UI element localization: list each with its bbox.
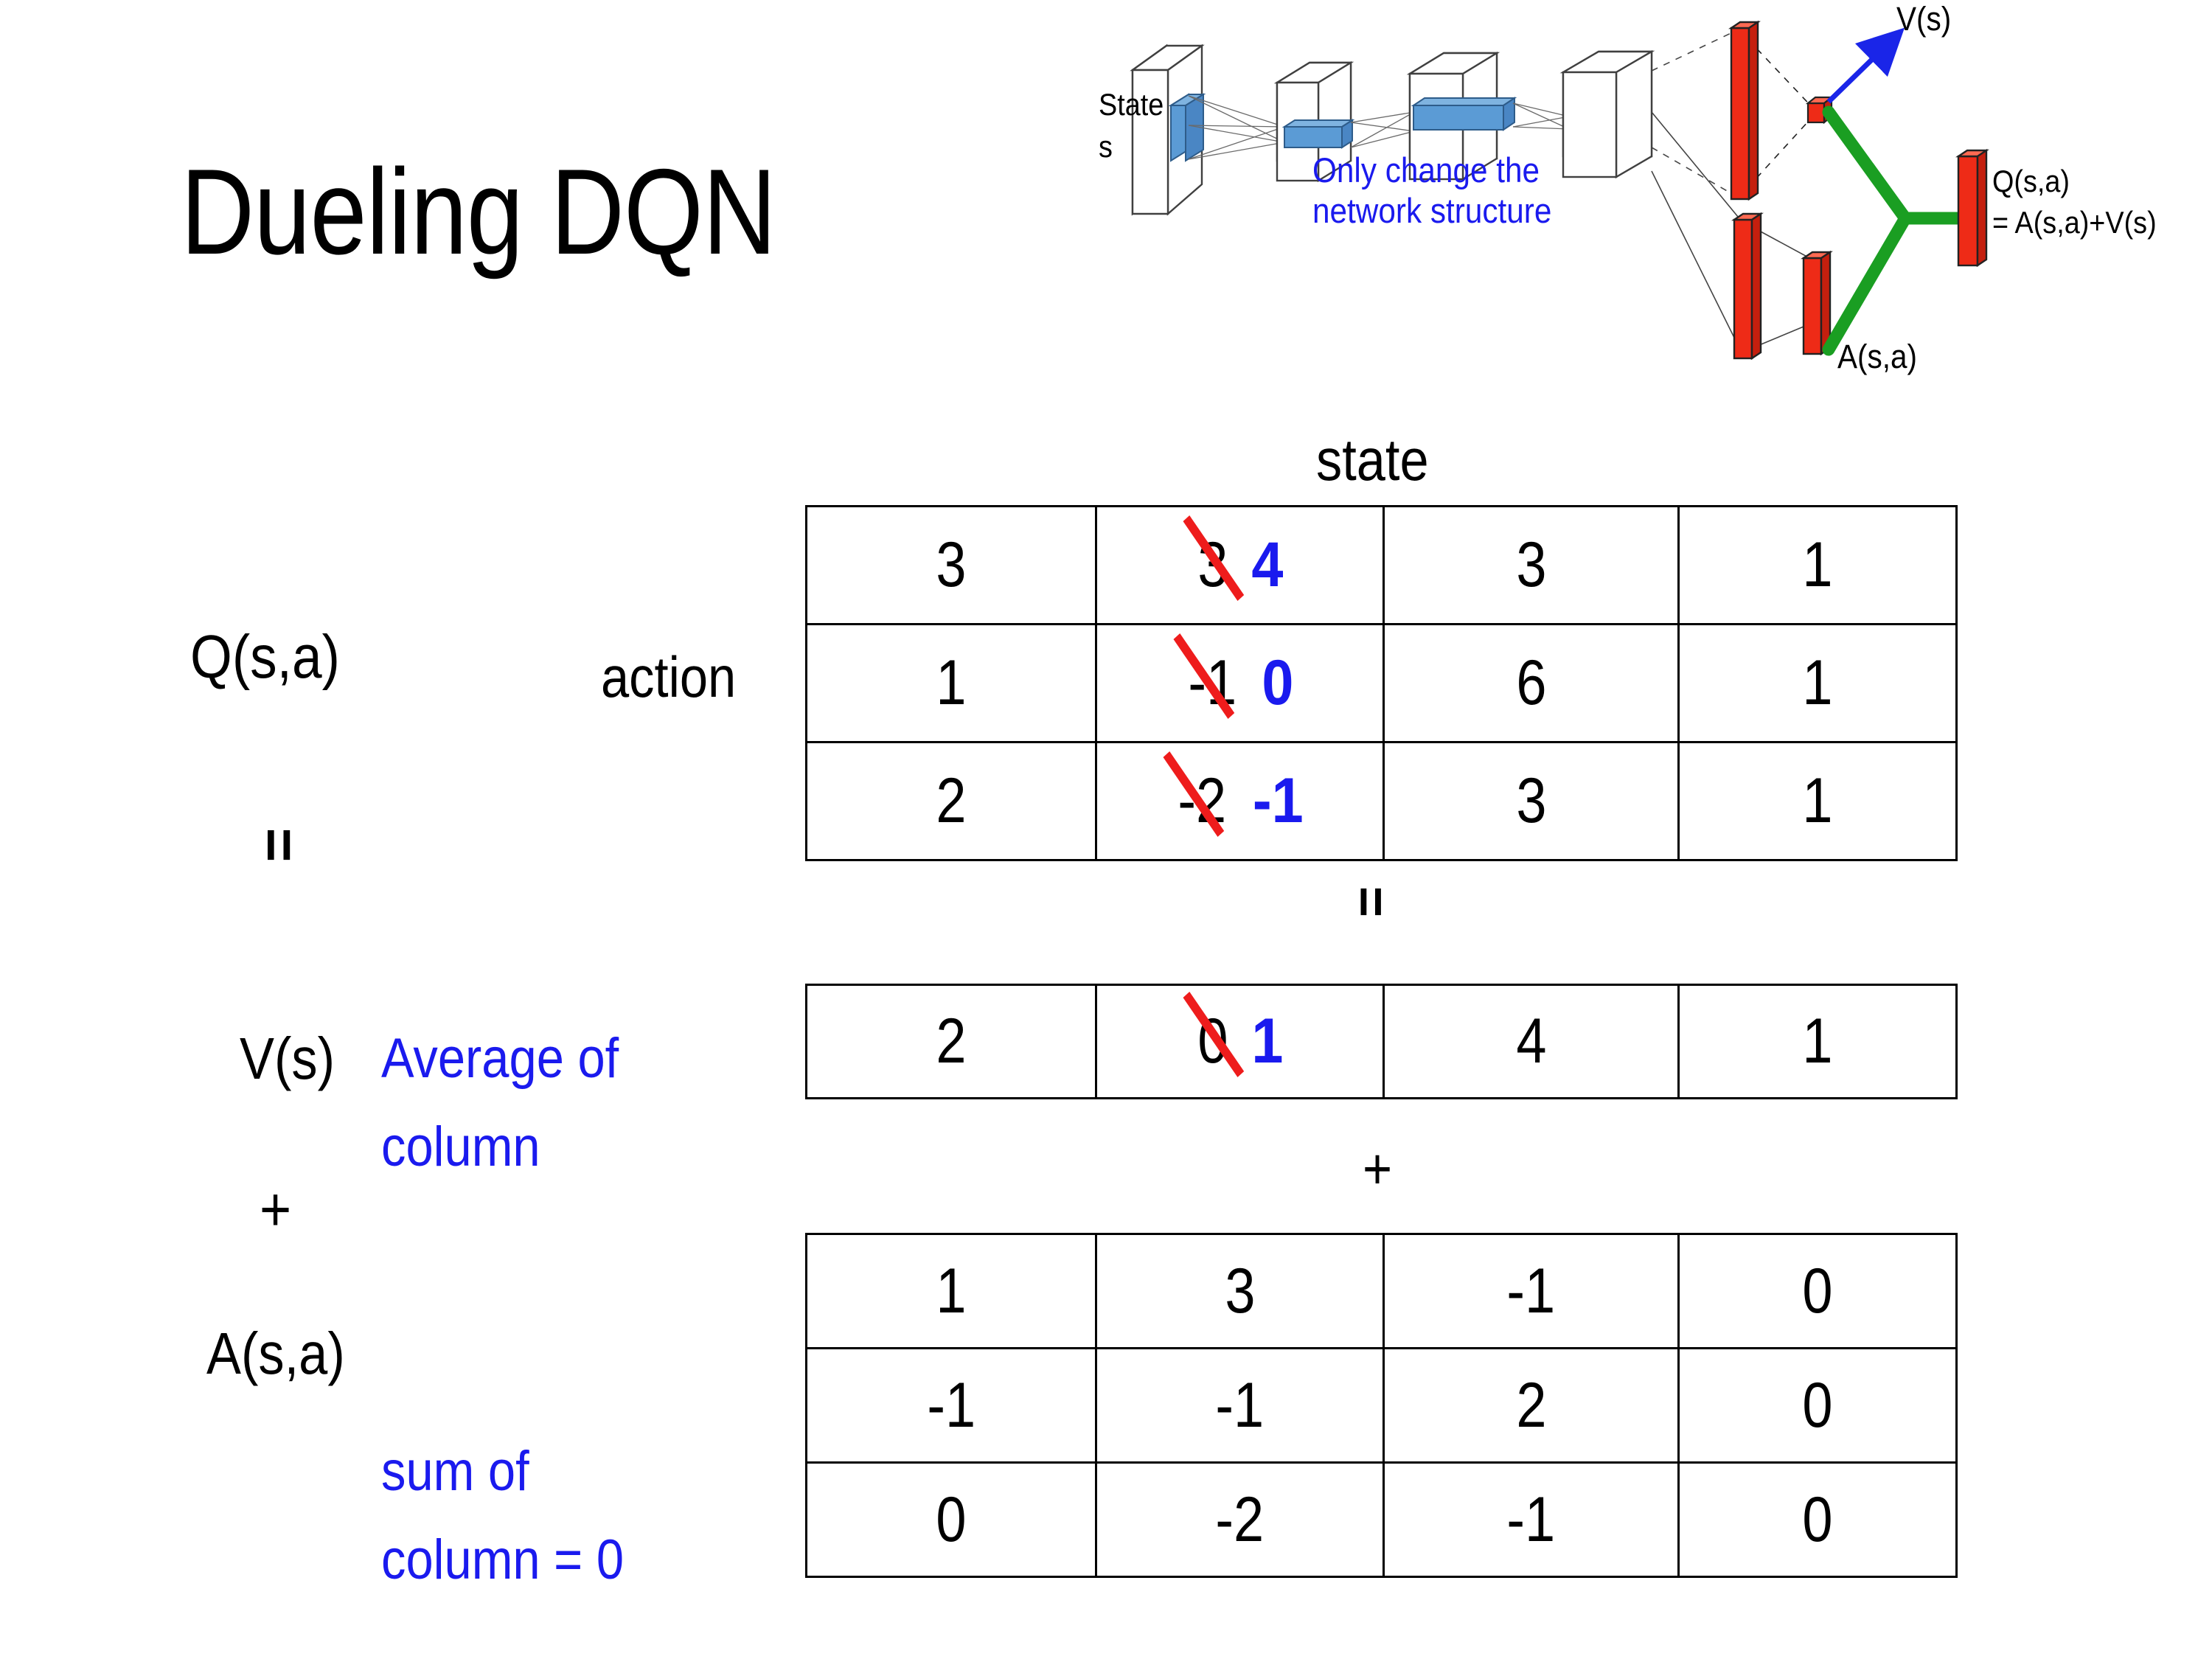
q-output-bar — [1955, 148, 1989, 268]
v-cell-c0[interactable]: 2 — [805, 984, 1097, 1099]
a-cell-r2c2[interactable]: -1 — [1382, 1461, 1680, 1578]
a-cell-r2c1[interactable]: -2 — [1095, 1461, 1385, 1578]
v-row-label: V(s) — [240, 1026, 335, 1091]
page-title: Dueling DQN — [181, 144, 776, 279]
q-cell-r1c1[interactable]: -1 0 — [1095, 623, 1385, 743]
advantage-output-label: A(s,a) — [1837, 338, 1918, 375]
q-cell-r0c0[interactable]: 3 — [805, 505, 1097, 625]
v-cell-c2[interactable]: 4 — [1382, 984, 1680, 1099]
conv-layer-3-box — [1559, 49, 1655, 179]
plus-sign-left: + — [260, 1175, 292, 1244]
q-cell-r0c1[interactable]: 3 4 — [1095, 505, 1385, 625]
aggregation-merge-connector — [1822, 105, 1969, 356]
a-cell-r0c1[interactable]: 3 — [1095, 1233, 1385, 1349]
q-row-label: Q(s,a) — [190, 622, 340, 691]
a-note-line2: column = 0 — [381, 1528, 625, 1591]
q-output-label-line2: = A(s,a)+V(s) — [1992, 205, 2157, 240]
v-note-line1: Average of — [381, 1027, 619, 1090]
diagram-note-line2: network structure — [1312, 191, 1552, 230]
v-note-line2: column — [381, 1116, 540, 1178]
table-row: -1 -1 2 0 — [805, 1347, 1958, 1464]
q-cell-r0c3[interactable]: 1 — [1677, 505, 1958, 625]
table-row: 2 -2 -1 3 1 — [805, 741, 1958, 861]
q-cell-r1c0[interactable]: 1 — [805, 623, 1097, 743]
action-axis-label: action — [601, 644, 737, 709]
a-cell-r0c0[interactable]: 1 — [805, 1233, 1097, 1349]
a-cell-r2c3[interactable]: 0 — [1677, 1461, 1958, 1578]
network-architecture-diagram: State s Only change the network structur… — [1091, 0, 2212, 413]
v-cell-c1[interactable]: 0 1 — [1095, 984, 1385, 1099]
v-cell-c3[interactable]: 1 — [1677, 984, 1958, 1099]
a-cell-r2c0[interactable]: 0 — [805, 1461, 1097, 1578]
equals-sign-q-decomposition: = — [246, 827, 313, 863]
table-row: 1 -1 0 6 1 — [805, 623, 1958, 743]
table-row: 3 3 4 3 1 — [805, 505, 1958, 625]
advantage-output-bar — [1801, 250, 1833, 356]
value-output-arrow — [1826, 27, 1905, 104]
q-cell-r2c3[interactable]: 1 — [1677, 741, 1958, 861]
q-cell-r1c3[interactable]: 1 — [1677, 623, 1958, 743]
plus-sign-between-tables: + — [1363, 1136, 1393, 1201]
input-state-plane — [1130, 44, 1205, 216]
connection-fan-3 — [1512, 102, 1570, 130]
q-output-label-line1: Q(s,a) — [1992, 164, 2070, 198]
q-cell-r0c2[interactable]: 3 — [1382, 505, 1680, 625]
q-cell-r2c0[interactable]: 2 — [805, 741, 1097, 861]
a-cell-r1c0[interactable]: -1 — [805, 1347, 1097, 1464]
conv-layer-1-feature-slab — [1281, 119, 1355, 149]
a-cell-r0c2[interactable]: -1 — [1382, 1233, 1680, 1349]
value-stream-fc-bar — [1728, 20, 1761, 201]
table-row: 0 -2 -1 0 — [805, 1461, 1958, 1578]
conv-layer-2-feature-slab — [1411, 97, 1517, 131]
q-cell-r2c2[interactable]: 3 — [1382, 741, 1680, 861]
a-note-line1: sum of — [381, 1440, 529, 1503]
table-row: 2 0 1 4 1 — [805, 984, 1958, 1099]
state-input-sublabel: s — [1099, 129, 1113, 164]
network-diagram-svg — [1130, 20, 1989, 361]
state-input-label: State — [1099, 87, 1164, 122]
a-cell-r0c3[interactable]: 0 — [1677, 1233, 1958, 1349]
advantage-stream-fc-bar — [1731, 212, 1764, 361]
advantage-table: 1 3 -1 0 -1 -1 2 0 0 -2 -1 0 — [805, 1233, 1958, 1578]
table-row: 1 3 -1 0 — [805, 1233, 1958, 1349]
value-output-label: V(s) — [1896, 0, 1952, 38]
q-cell-r1c2[interactable]: 6 — [1382, 623, 1680, 743]
a-cell-r1c3[interactable]: 0 — [1677, 1347, 1958, 1464]
input-filter-patch — [1168, 93, 1206, 162]
state-axis-label: state — [1316, 427, 1429, 493]
q-cell-r2c1[interactable]: -2 -1 — [1095, 741, 1385, 861]
value-table: 2 0 1 4 1 — [805, 984, 1958, 1099]
a-cell-r1c2[interactable]: 2 — [1382, 1347, 1680, 1464]
equals-sign-between-tables: = — [1341, 886, 1401, 918]
connection-fan-1 — [1188, 95, 1285, 160]
a-row-label: A(s,a) — [206, 1321, 345, 1386]
diagram-note-line1: Only change the — [1312, 150, 1540, 189]
q-value-table: 3 3 4 3 1 1 — [805, 505, 1958, 861]
a-cell-r1c1[interactable]: -1 — [1095, 1347, 1385, 1464]
connection-fan-2 — [1350, 111, 1415, 148]
